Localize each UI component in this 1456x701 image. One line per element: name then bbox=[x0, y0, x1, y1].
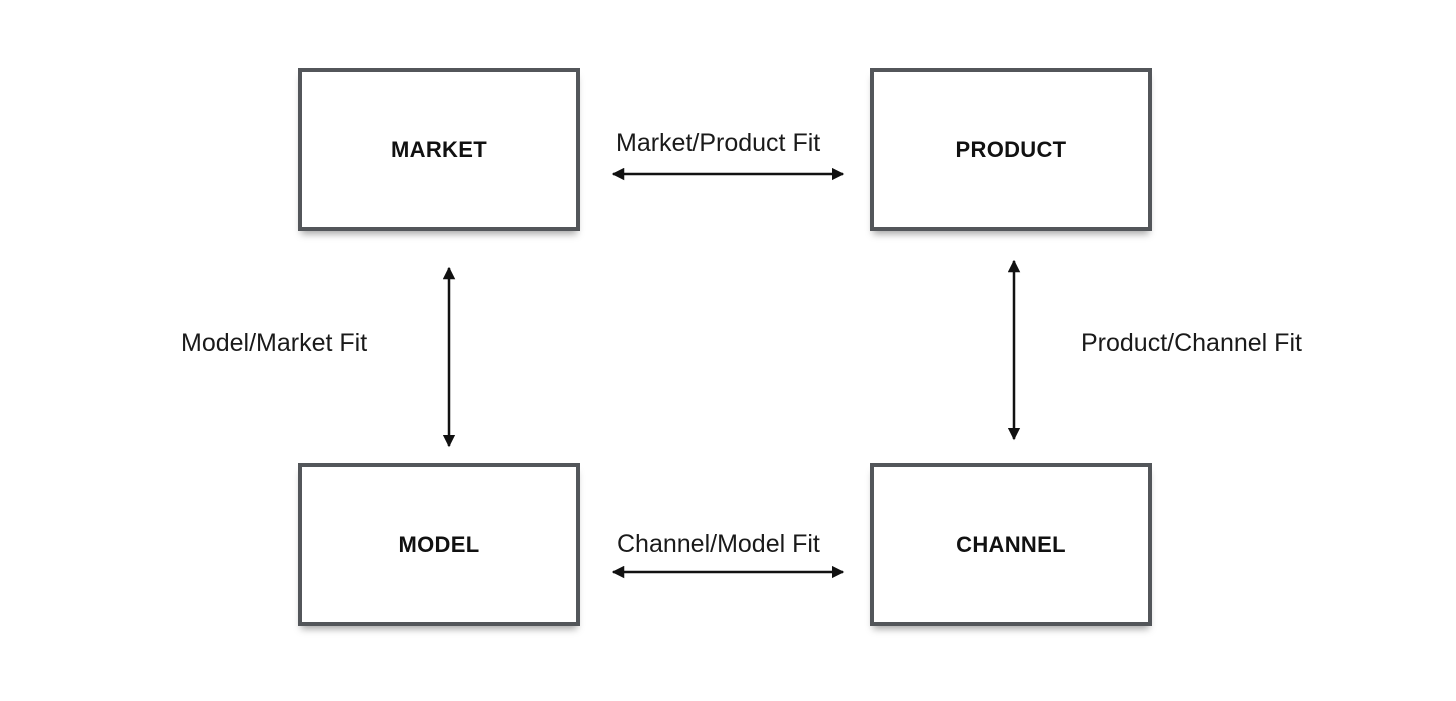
product-channel-fit-label: Product/Channel Fit bbox=[1081, 329, 1302, 357]
channel-model-fit-label: Channel/Model Fit bbox=[617, 530, 820, 558]
product-label: PRODUCT bbox=[955, 136, 1067, 162]
product-box: PRODUCT bbox=[870, 68, 1152, 231]
model-market-fit-label: Model/Market Fit bbox=[181, 329, 368, 357]
channel-box: CHANNEL bbox=[870, 463, 1152, 626]
channel-label: CHANNEL bbox=[956, 531, 1066, 557]
market-box: MARKET bbox=[298, 68, 580, 231]
market-product-fit-label: Market/Product Fit bbox=[616, 129, 821, 157]
market-label: MARKET bbox=[391, 136, 487, 162]
model-label: MODEL bbox=[398, 531, 480, 557]
model-box: MODEL bbox=[298, 463, 580, 626]
